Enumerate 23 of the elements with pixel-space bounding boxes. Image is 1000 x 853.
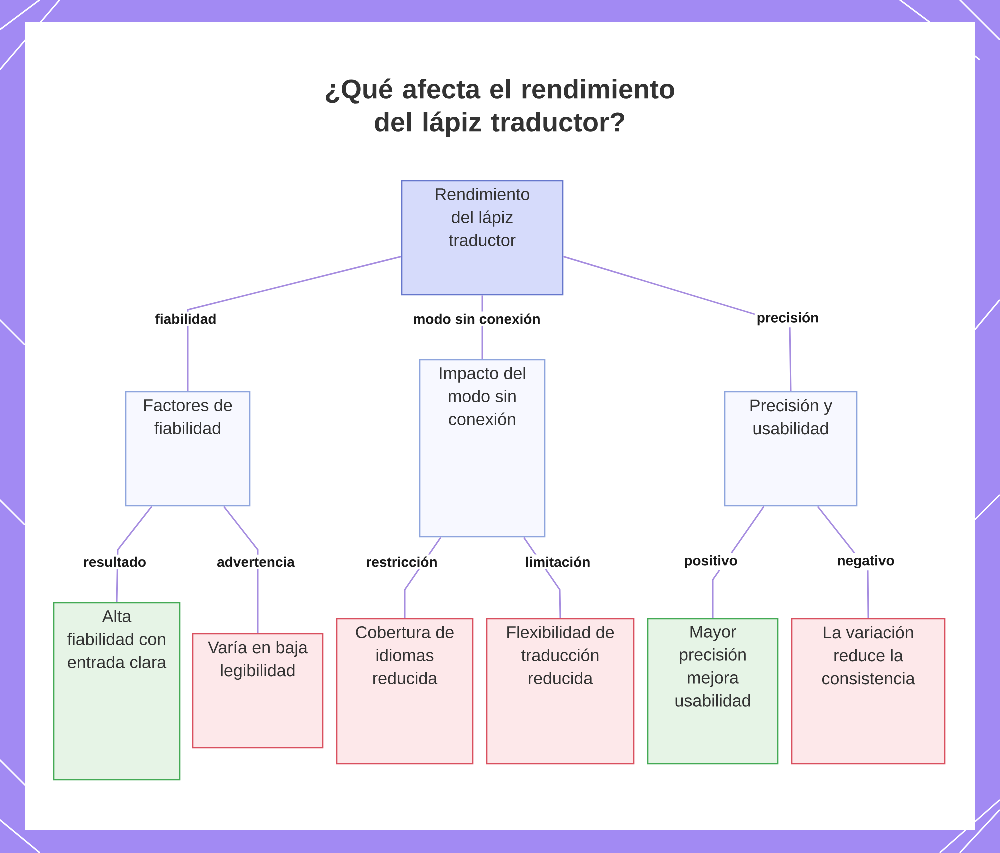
connector	[187, 256, 402, 392]
category-box: Precisión y usabilidad	[724, 391, 858, 507]
edge-label: advertencia	[215, 554, 297, 570]
edge-label: modo sin conexión	[411, 312, 543, 326]
topic-box: Rendimiento del lápiz traductor	[401, 180, 564, 296]
outcome-box: Varía en baja legibilidad	[192, 633, 324, 749]
edge-label: restricción	[364, 554, 440, 570]
edge-label: positivo	[682, 553, 740, 571]
outcome-box: Alta fiabilidad con entrada clara	[53, 602, 181, 781]
connector	[223, 506, 259, 634]
edge-label: fiabilidad	[153, 312, 219, 326]
title: ¿Qué afecta el rendimiento del lápiz traductor?	[326, 78, 674, 138]
edge-label: resultado	[82, 554, 148, 570]
outcome-box: La variación reduce la consistencia	[791, 618, 946, 765]
outcome-box: Flexibilidad de traducción reducida	[486, 618, 635, 765]
edge-label: precisión	[754, 310, 822, 328]
connector	[116, 506, 153, 602]
edge-label: negativo	[835, 553, 897, 571]
edge-label: limitación	[523, 554, 593, 570]
outcome-box: Mayor precisión mejora usabilidad	[647, 618, 779, 765]
outcome-box: Cobertura de idiomas reducida	[336, 618, 474, 765]
category-box: Impacto del modo sin conexión	[419, 359, 546, 538]
category-box: Factores de fiabilidad	[125, 391, 251, 507]
